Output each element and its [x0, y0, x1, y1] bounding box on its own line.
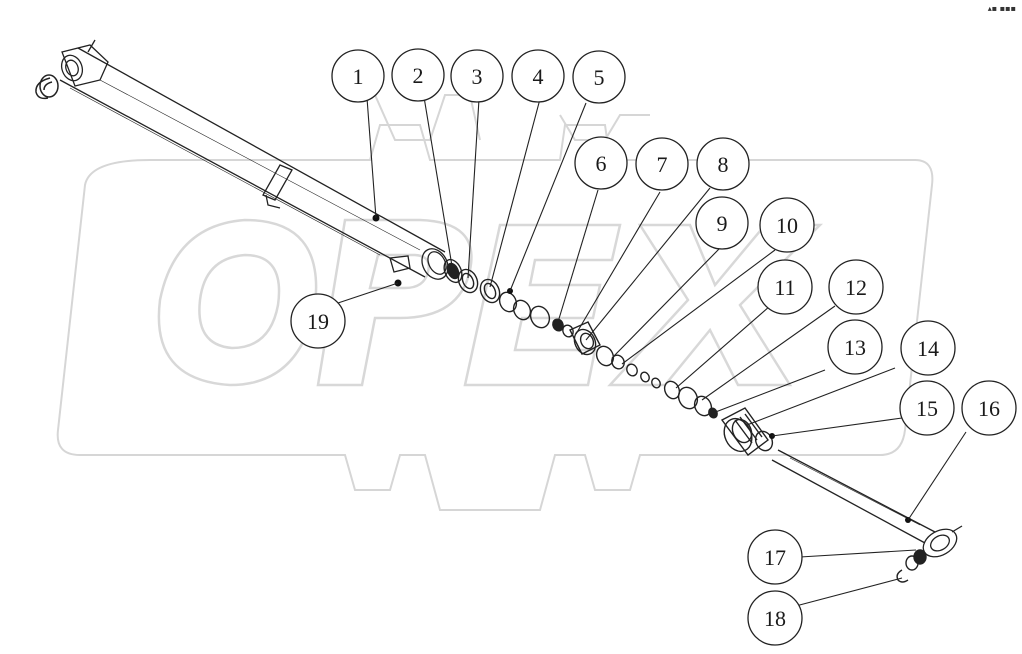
part-12-ring	[677, 386, 699, 410]
part-4-ring	[479, 278, 501, 304]
callout-3: 3	[450, 49, 504, 103]
callout-circle	[747, 590, 803, 646]
callout-label: 1	[353, 64, 364, 89]
callout-label: 19	[307, 309, 329, 334]
callout-circle	[572, 50, 626, 104]
callout-label: 7	[657, 152, 668, 177]
callout-label: 16	[978, 396, 1000, 421]
callout-circle	[696, 137, 750, 191]
part-10-ring	[626, 363, 638, 377]
callout-circle	[391, 48, 445, 102]
callout-circle	[511, 49, 565, 103]
piston-rod	[771, 449, 963, 558]
part-3-ring	[457, 268, 479, 294]
part-6-ring	[529, 305, 551, 329]
bushing-right	[896, 549, 927, 583]
part-11-ring	[663, 380, 681, 400]
callout-9: 9	[695, 196, 749, 250]
callout-label: 9	[717, 211, 728, 236]
part-10c-ring	[651, 377, 661, 389]
callout-circle	[828, 259, 884, 315]
callout-label: 5	[594, 65, 605, 90]
watermark-text	[157, 218, 824, 387]
callout-label: 2	[413, 63, 424, 88]
callout-1: 1	[331, 49, 385, 103]
callout-circle	[450, 49, 504, 103]
callout-8: 8	[696, 137, 750, 191]
callout-circle	[747, 529, 803, 585]
callout-label: 3	[472, 64, 483, 89]
seal-stack	[443, 258, 774, 456]
callout-15: 15	[899, 380, 955, 436]
part-5b-ring	[512, 299, 532, 321]
callout-circle	[757, 259, 813, 315]
watermark-gear-outline	[56, 124, 934, 511]
callout-19: 19	[290, 293, 346, 349]
callout-circle	[695, 196, 749, 250]
callout-12: 12	[828, 259, 884, 315]
callout-13: 13	[827, 319, 883, 375]
callout-label: 8	[718, 152, 729, 177]
corner-mark: ▴▪ ▪▪▪	[987, 4, 1016, 13]
callout-label: 10	[776, 213, 798, 238]
callout-4: 4	[511, 49, 565, 103]
callout-label: 14	[917, 336, 939, 361]
snap-ring-left	[35, 74, 59, 100]
part-10b-ring	[640, 371, 650, 383]
callout-label: 4	[533, 64, 544, 89]
callout-label: 12	[845, 275, 867, 300]
callout-label: 11	[774, 275, 795, 300]
callout-2: 2	[391, 48, 445, 102]
callout-11: 11	[757, 259, 813, 315]
callout-6: 6	[574, 136, 628, 190]
callout-14: 14	[900, 320, 956, 376]
callout-18: 18	[747, 590, 803, 646]
callout-circle	[635, 137, 689, 191]
callout-label: 18	[764, 606, 786, 631]
part-12b-ring	[693, 395, 713, 417]
part-14-piston	[720, 407, 769, 456]
callout-circle	[899, 380, 955, 436]
part-6b-ring	[552, 318, 564, 332]
callout-label: 6	[596, 151, 607, 176]
callout-circle	[574, 136, 628, 190]
part-2-ring	[443, 258, 463, 284]
callout-16: 16	[961, 380, 1017, 436]
callout-17: 17	[747, 529, 803, 585]
part-5-ring	[498, 291, 518, 313]
callout-circle	[759, 197, 815, 253]
callout-7: 7	[635, 137, 689, 191]
part-9-ring	[595, 345, 615, 367]
callout-circle	[331, 49, 385, 103]
callout-circle	[900, 320, 956, 376]
callout-label: 17	[764, 545, 786, 570]
callout-5: 5	[572, 50, 626, 104]
callout-label: 13	[844, 335, 866, 360]
callout-circle	[961, 380, 1017, 436]
callout-label: 15	[916, 396, 938, 421]
callout-circle	[290, 293, 346, 349]
callout-circle	[827, 319, 883, 375]
callout-10: 10	[759, 197, 815, 253]
leader-lines	[337, 96, 967, 608]
cylinder-barrel	[59, 39, 449, 280]
